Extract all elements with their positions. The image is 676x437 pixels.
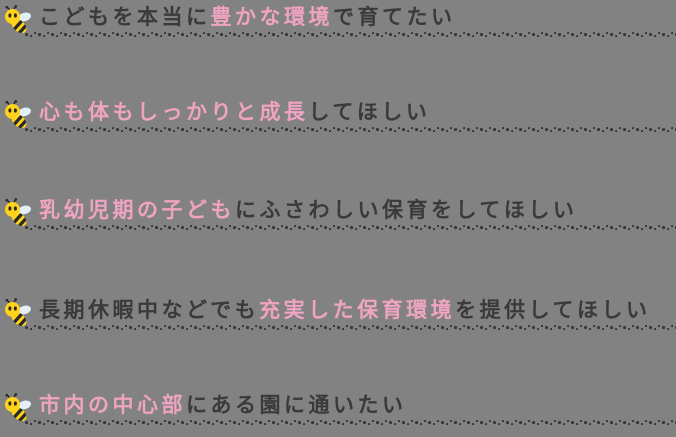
list-item: 心も体もしっかりと成長してほしい — [0, 99, 676, 139]
list-item: 乳幼児期の子どもにふさわしい保育をしてほしい — [0, 197, 676, 237]
list-item: こどもを本当に豊かな環境で育てたい — [0, 4, 676, 44]
list-item: 市内の中心部にある園に通いたい — [0, 392, 676, 432]
item-text-segment: 長期休暇中などでも — [39, 298, 260, 322]
bee-icon — [5, 393, 31, 424]
item-text-highlight: 心も体もしっかりと成長 — [39, 100, 309, 124]
dotted-divider — [25, 125, 676, 134]
item-text-highlight: 乳幼児期の子ども — [39, 198, 235, 222]
bee-icon — [5, 5, 31, 36]
dotted-divider — [25, 418, 676, 427]
bee-icon — [5, 100, 31, 131]
item-text: 長期休暇中などでも充実した保育環境を提供してほしい — [39, 297, 650, 323]
item-text-segment: にある園に通いたい — [186, 393, 407, 417]
item-text-segment: を提供してほしい — [455, 298, 651, 322]
item-text-segment: してほしい — [308, 100, 431, 124]
item-text-segment: こどもを本当に — [39, 5, 211, 29]
item-text-segment: にふさわしい保育をしてほしい — [235, 198, 578, 222]
item-text: 心も体もしっかりと成長してほしい — [39, 99, 430, 125]
bee-icon — [5, 298, 31, 329]
item-text-highlight: 豊かな環境 — [210, 5, 333, 29]
item-text: こどもを本当に豊かな環境で育てたい — [39, 4, 456, 30]
dotted-divider — [25, 223, 676, 232]
item-text: 市内の中心部にある園に通いたい — [39, 392, 407, 418]
item-text-highlight: 充実した保育環境 — [259, 298, 456, 322]
bee-icon — [5, 198, 31, 229]
dotted-divider — [25, 30, 676, 39]
item-text-segment: で育てたい — [333, 5, 456, 29]
dotted-divider — [25, 323, 676, 332]
item-text-highlight: 市内の中心部 — [39, 393, 186, 417]
list-item: 長期休暇中などでも充実した保育環境を提供してほしい — [0, 297, 676, 337]
item-text: 乳幼児期の子どもにふさわしい保育をしてほしい — [39, 197, 577, 223]
